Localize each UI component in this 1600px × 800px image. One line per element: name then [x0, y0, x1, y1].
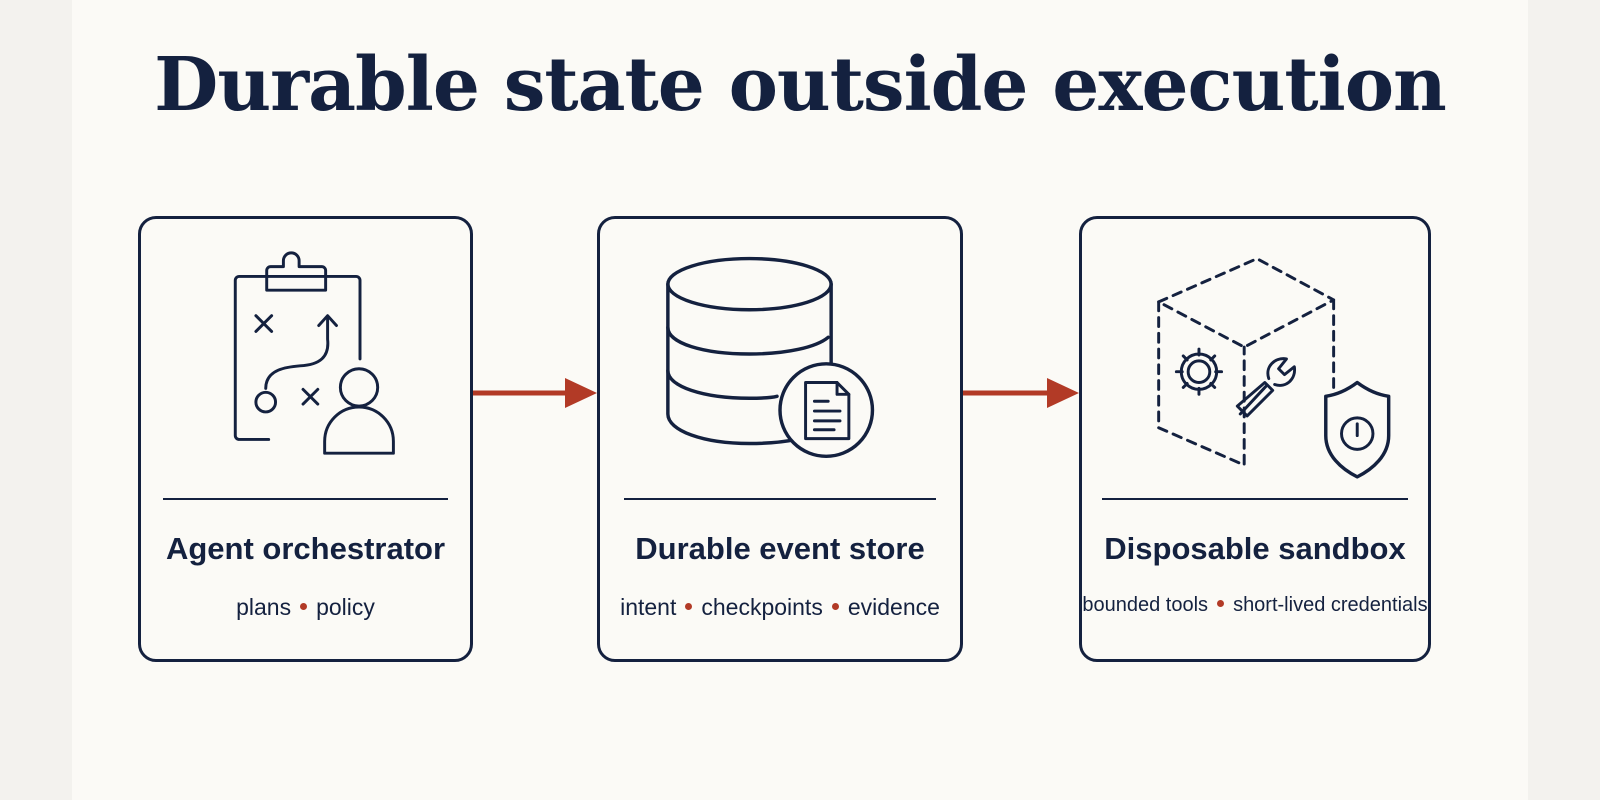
separator-dot	[831, 603, 839, 611]
sandbox-cube-tools-shield-icon	[1157, 257, 1391, 479]
wrench-icon	[1235, 357, 1296, 418]
card-divider	[163, 498, 448, 500]
stage-label: Durable event store	[635, 531, 925, 566]
gear-icon	[1174, 347, 1224, 396]
tag: short-lived credentials	[1233, 594, 1428, 616]
stage-card-durable-event-store: Durable event store intent checkpoints evi…	[597, 216, 963, 662]
flow-arrow	[963, 378, 1079, 408]
clipboard-strategy-person-icon	[233, 251, 395, 455]
tag: intent	[620, 594, 677, 620]
stage-tags: plans policy	[141, 594, 470, 621]
flow-arrow	[473, 378, 597, 408]
separator-dot	[300, 603, 308, 611]
shield-icon	[1324, 380, 1391, 479]
database-document-icon	[666, 256, 875, 459]
separator-dot	[685, 603, 693, 611]
card-divider	[1102, 498, 1408, 500]
separator-dot	[1217, 600, 1225, 608]
tag: evidence	[847, 594, 940, 620]
stage-card-disposable-sandbox: Disposable sandbox bounded tools short-li…	[1079, 216, 1431, 662]
stage-label: Disposable sandbox	[1104, 531, 1406, 566]
stage-card-agent-orchestrator: Agent orchestrator plans policy	[138, 216, 473, 662]
stage-tags: intent checkpoints evidence	[600, 594, 960, 621]
stage-tags: bounded tools short-lived credentials	[1082, 594, 1428, 617]
tag: bounded tools	[1082, 594, 1209, 616]
tag: checkpoints	[701, 594, 823, 620]
card-divider	[624, 498, 936, 500]
stage-label: Agent orchestrator	[165, 531, 446, 566]
tag: policy	[316, 594, 375, 620]
page-title: Durable state outside execution	[154, 42, 1447, 128]
tag: plans	[236, 594, 292, 620]
